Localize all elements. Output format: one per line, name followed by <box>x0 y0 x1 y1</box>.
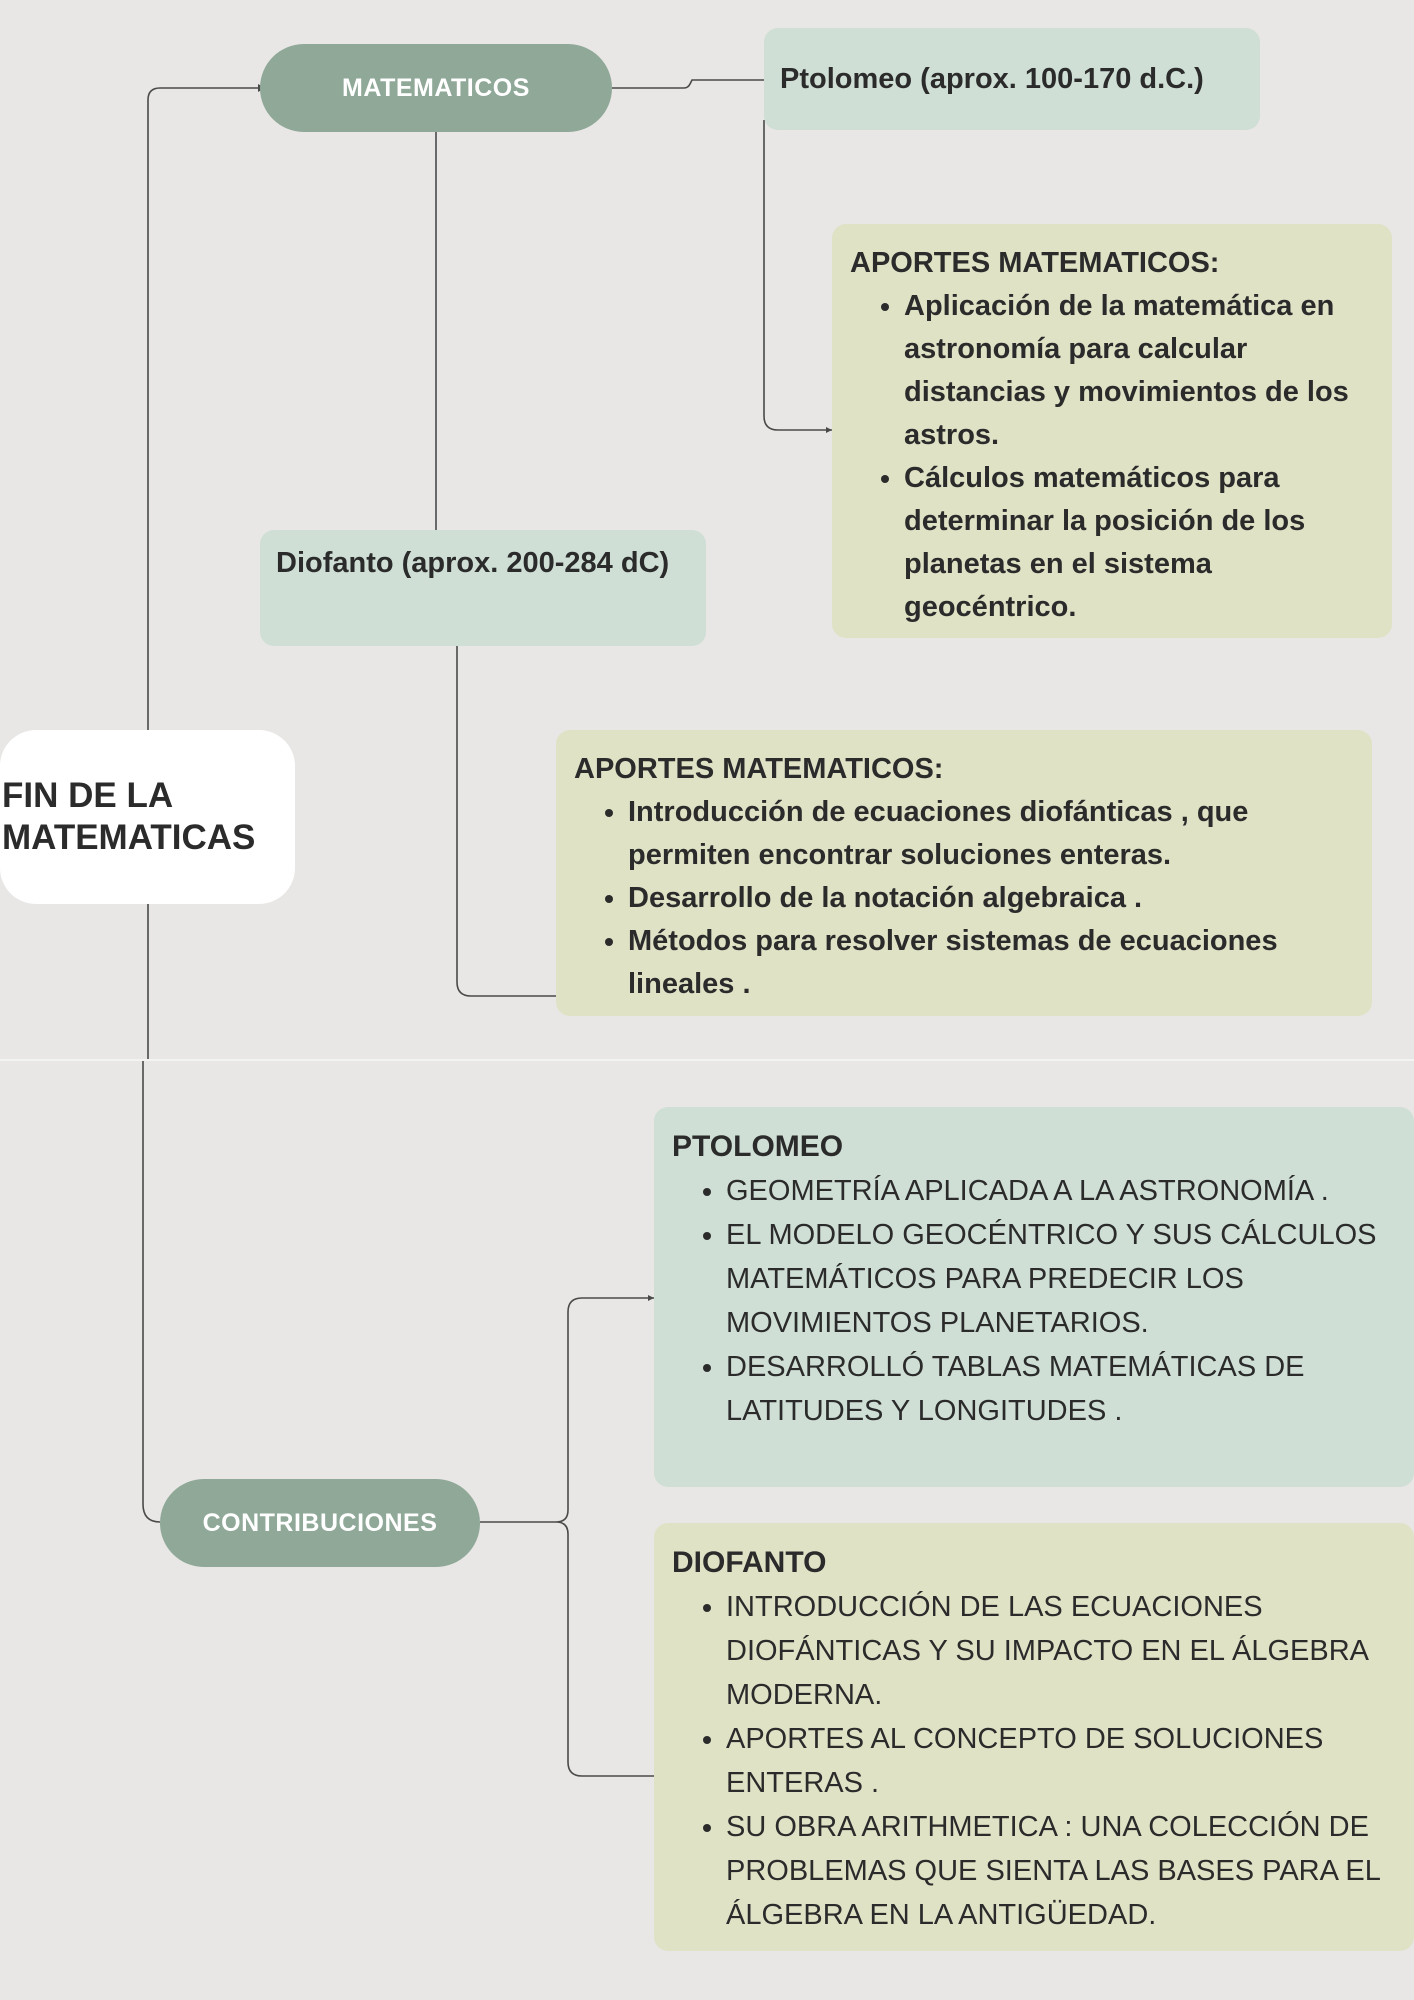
diofanto-node: Diofanto (aprox. 200-284 dC) <box>260 530 706 646</box>
list-item: SU OBRA ARITHMETICA : UNA COLECCIÓN DE P… <box>726 1805 1396 1937</box>
contrib-ptolomeo-card: PTOLOMEO GEOMETRÍA APLICADA A LA ASTRONO… <box>654 1107 1414 1487</box>
list-item: APORTES AL CONCEPTO DE SOLUCIONES ENTERA… <box>726 1717 1396 1805</box>
connector-root-to-contribuciones <box>142 904 161 1523</box>
section-divider <box>0 1059 1414 1061</box>
root-title-line1: FIN DE LA <box>2 776 174 815</box>
connector-root-to-matematicos <box>147 87 258 730</box>
list-item: Introducción de ecuaciones diofánticas ,… <box>628 791 1354 877</box>
contribuciones-node: CONTRIBUCIONES <box>160 1479 480 1567</box>
contrib-diofanto-title: DIOFANTO <box>672 1546 827 1579</box>
ptolomeo-name: Ptolomeo (aprox. 100-170 d.C.) <box>780 63 1204 95</box>
list-item: Cálculos matemáticos para determinar la … <box>904 457 1374 629</box>
arrowhead-ptolomeo-aportes <box>826 427 832 433</box>
list-item: INTRODUCCIÓN DE LAS ECUACIONES DIOFÁNTIC… <box>726 1585 1396 1717</box>
ptolomeo-aportes-list: Aplicación de la matemática en astronomí… <box>850 285 1374 629</box>
connector-diofanto-to-aportes <box>456 646 556 997</box>
ptolomeo-aportes-title: APORTES MATEMATICOS: <box>850 247 1220 279</box>
list-item: DESARROLLÓ TABLAS MATEMÁTICAS DE LATITUD… <box>726 1345 1396 1433</box>
contrib-ptolomeo-title: PTOLOMEO <box>672 1130 844 1163</box>
diofanto-aportes-card: APORTES MATEMATICOS: Introducción de ecu… <box>556 730 1372 1016</box>
root-title-line2: MATEMATICAS <box>2 818 256 857</box>
connector-matematicos-to-ptolomeo <box>612 79 764 89</box>
ptolomeo-aportes-card: APORTES MATEMATICOS: Aplicación de la ma… <box>832 224 1392 638</box>
ptolomeo-node: Ptolomeo (aprox. 100-170 d.C.) <box>764 28 1260 130</box>
contrib-diofanto-card: DIOFANTO INTRODUCCIÓN DE LAS ECUACIONES … <box>654 1523 1414 1951</box>
list-item: GEOMETRÍA APLICADA A LA ASTRONOMÍA . <box>726 1169 1396 1213</box>
list-item: EL MODELO GEOCÉNTRICO Y SUS CÁLCULOS MAT… <box>726 1213 1396 1345</box>
list-item: Aplicación de la matemática en astronomí… <box>904 285 1374 457</box>
list-item: Desarrollo de la notación algebraica . <box>628 877 1354 920</box>
matematicos-label: MATEMATICOS <box>342 73 530 102</box>
contrib-diofanto-list: INTRODUCCIÓN DE LAS ECUACIONES DIOFÁNTIC… <box>672 1585 1396 1937</box>
list-item: Métodos para resolver sistemas de ecuaci… <box>628 920 1354 1006</box>
diofanto-aportes-title: APORTES MATEMATICOS: <box>574 753 944 785</box>
root-node: FIN DE LA MATEMATICAS <box>0 730 295 904</box>
matematicos-node: MATEMATICOS <box>260 44 612 132</box>
connector-contribuciones-branch <box>480 1297 654 1777</box>
diofanto-aportes-list: Introducción de ecuaciones diofánticas ,… <box>574 791 1354 1006</box>
contribuciones-label: CONTRIBUCIONES <box>202 1508 438 1537</box>
contrib-ptolomeo-list: GEOMETRÍA APLICADA A LA ASTRONOMÍA . EL … <box>672 1169 1396 1433</box>
arrowhead-contrib-ptolomeo <box>648 1295 654 1301</box>
connector-ptolomeo-to-aportes <box>763 120 832 431</box>
root-title: FIN DE LA MATEMATICAS <box>2 775 255 859</box>
diofanto-name: Diofanto (aprox. 200-284 dC) <box>276 547 670 579</box>
